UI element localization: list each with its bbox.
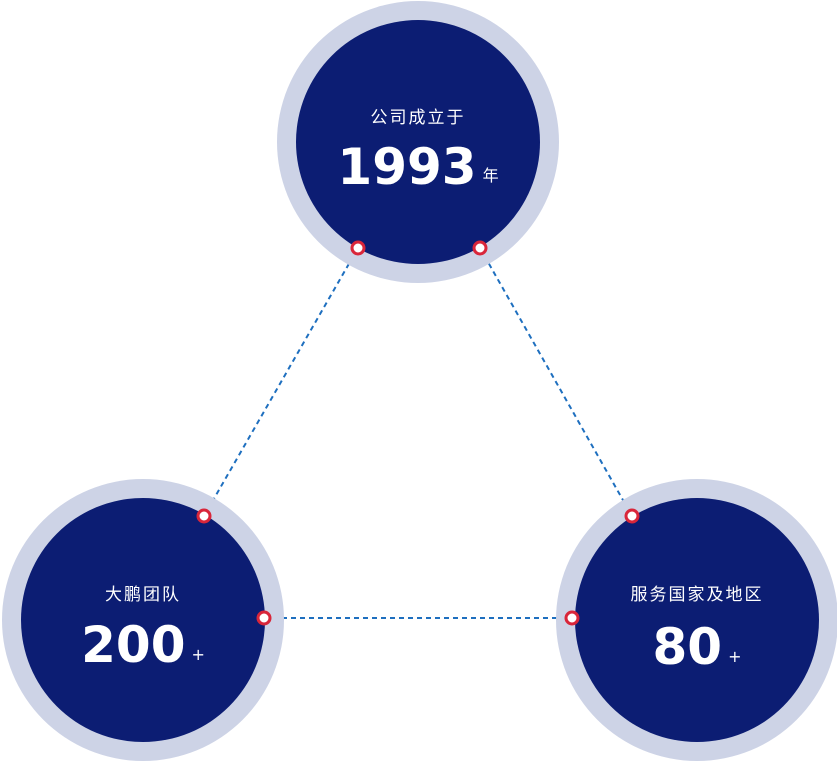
stat-label: 公司成立于 (370, 108, 466, 128)
stat-suffix: + (191, 645, 205, 664)
node-dot (256, 610, 272, 626)
stat-label: 服务国家及地区 (630, 585, 764, 605)
stat-value-row: 200 + (21, 620, 265, 670)
connector-top-right (479, 247, 633, 517)
connector-top-left (203, 247, 359, 517)
stat-value: 1993 (337, 138, 477, 196)
node-dot (624, 508, 640, 524)
stat-suffix: + (728, 647, 742, 666)
stat-value-row: 80 + (575, 622, 819, 672)
stat-value: 200 (81, 616, 186, 674)
stat-suffix: 年 (482, 166, 499, 185)
stat-label: 大鹏团队 (105, 585, 181, 605)
node-dot (472, 240, 488, 256)
stat-circle-team: 大鹏团队 200 + (21, 498, 265, 742)
stat-circle-founded: 公司成立于 1993 年 (296, 20, 540, 264)
node-dot (564, 610, 580, 626)
node-dot (196, 508, 212, 524)
node-dot (350, 240, 366, 256)
stat-circle-countries: 服务国家及地区 80 + (575, 498, 819, 742)
stat-value: 80 (652, 618, 723, 676)
stat-value-row: 1993 年 (296, 142, 540, 192)
